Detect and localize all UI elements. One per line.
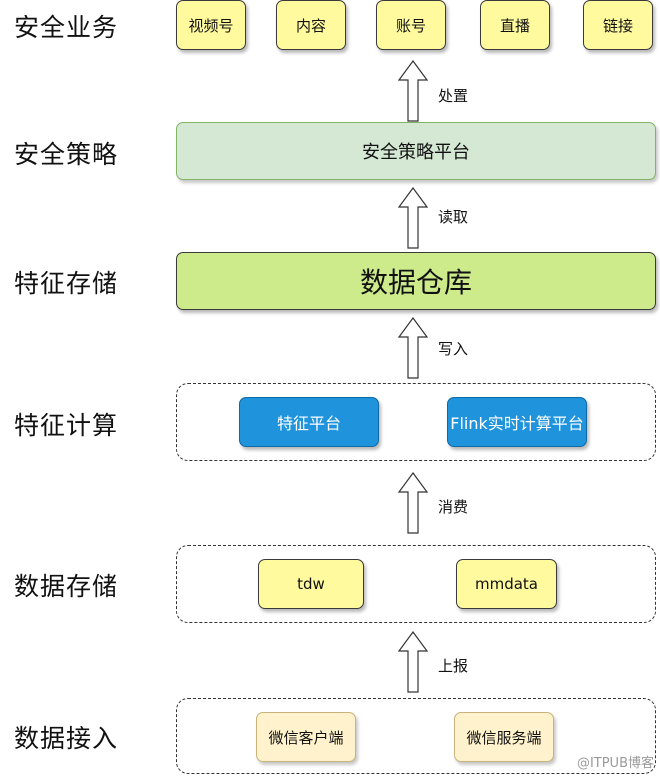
business-box-content: 内容: [276, 0, 346, 50]
consume-arrow-label: 消费: [438, 498, 469, 516]
tdw-box: tdw: [258, 559, 364, 609]
read-arrow-icon: [398, 187, 428, 249]
read-arrow-label: 读取: [438, 208, 469, 226]
strategy-platform-box: 安全策略平台: [176, 122, 656, 180]
dispose-arrow-label: 处置: [438, 87, 469, 105]
business-box-video: 视频号: [176, 0, 246, 50]
flink-platform-box: Flink实时计算平台: [447, 397, 587, 447]
layer-label-strategy: 安全策略: [14, 140, 119, 169]
data-ingest-group: [176, 698, 656, 774]
layer-label-feature-compute: 特征计算: [14, 411, 119, 440]
layer-label-business: 安全业务: [14, 13, 119, 42]
wechat-client-box: 微信客户端: [256, 712, 356, 762]
data-storage-group: [176, 545, 656, 623]
dispose-arrow-icon: [398, 60, 428, 122]
wechat-server-box: 微信服务端: [454, 712, 554, 762]
consume-arrow-icon: [398, 472, 428, 534]
write-arrow-icon: [398, 317, 428, 379]
write-arrow-label: 写入: [438, 340, 469, 358]
layer-label-data-ingest: 数据接入: [14, 724, 119, 753]
report-arrow-label: 上报: [438, 657, 469, 675]
business-box-live: 直播: [480, 0, 550, 50]
report-arrow-icon: [398, 631, 428, 693]
watermark: @ITPUB博客: [576, 756, 654, 771]
business-box-link: 链接: [583, 0, 653, 50]
business-box-account: 账号: [376, 0, 446, 50]
data-warehouse-box: 数据仓库: [176, 252, 656, 310]
feature-compute-group: [176, 383, 656, 461]
layer-label-data-storage: 数据存储: [14, 572, 119, 601]
mmdata-box: mmdata: [456, 559, 557, 609]
feature-platform-box: 特征平台: [239, 397, 379, 447]
layer-label-feature-storage: 特征存储: [14, 269, 119, 298]
